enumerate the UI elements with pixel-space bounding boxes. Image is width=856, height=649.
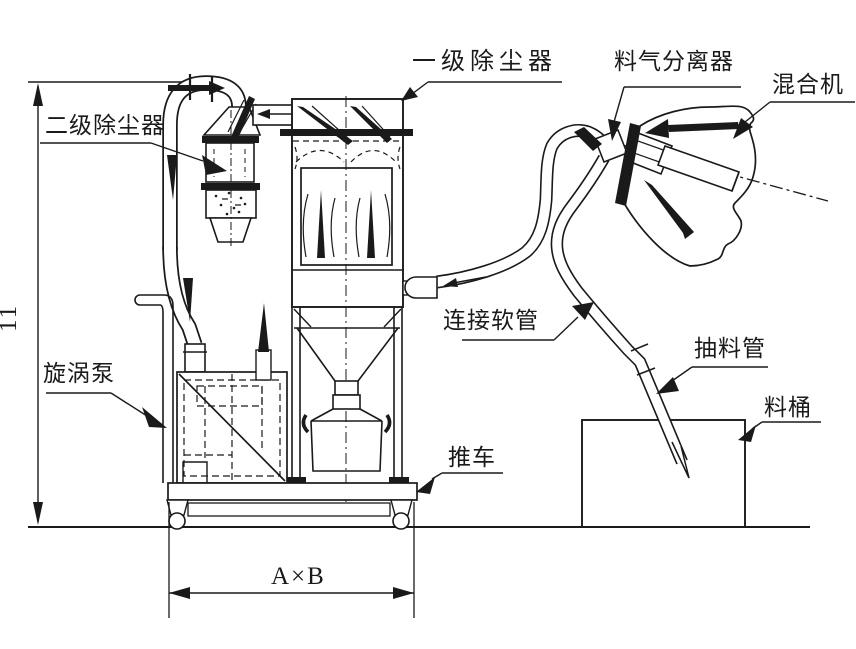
riser-pipe-drawing	[162, 74, 247, 373]
label-material-barrel: 料桶	[764, 395, 812, 420]
cart-handle-drawing	[134, 294, 174, 483]
label-cart: 推车	[448, 445, 496, 470]
primary-dust-collector-drawing	[280, 96, 487, 502]
width-dimension	[168, 502, 415, 618]
cart-drawing	[166, 482, 418, 530]
material-barrel-drawing	[581, 419, 746, 528]
label-secondary-dust-collector: 二级除尘器	[45, 113, 165, 138]
height-dimension-label: 11	[0, 303, 22, 332]
suction-pipe-drawing	[550, 154, 690, 479]
label-connecting-hose: 连接软管	[443, 308, 539, 333]
leader-lines	[40, 81, 855, 494]
label-primary-dust-collector: 一级除尘器	[412, 49, 557, 75]
connecting-hose-drawing	[436, 124, 613, 289]
label-vortex-pump: 旋涡泵	[43, 361, 115, 386]
label-mixer: 混合机	[772, 72, 844, 97]
label-material-gas-separator: 料气分离器	[614, 49, 734, 74]
width-dimension-label: A×B	[271, 563, 326, 590]
vortex-pump-drawing	[176, 303, 288, 484]
discharge-hopper-drawing	[286, 307, 409, 484]
material-gas-separator-drawing	[574, 119, 829, 239]
secondary-dust-collector-drawing	[201, 96, 262, 246]
label-suction-pipe: 抽料管	[694, 336, 766, 361]
mixer-drawing	[618, 105, 757, 267]
